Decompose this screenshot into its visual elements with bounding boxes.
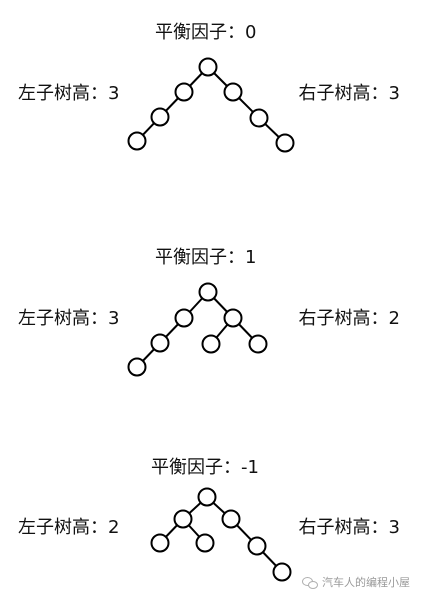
tree-2-node <box>198 282 218 302</box>
tree-2-node <box>248 334 268 354</box>
diagram-3-title: 平衡因子：-1 <box>151 457 259 478</box>
watermark: 汽车人的编程小屋 <box>302 576 410 590</box>
tree-3-node <box>173 509 193 529</box>
tree-3-node <box>272 562 292 582</box>
diagram-3-left-height: 左子树高：2 <box>18 517 120 538</box>
tree-2-node <box>223 308 243 328</box>
tree-2-node <box>127 357 147 377</box>
tree-1-node <box>174 82 194 102</box>
tree-3-node <box>197 487 217 507</box>
diagram-2-title: 平衡因子：1 <box>155 247 257 268</box>
tree-3-node <box>195 533 215 553</box>
wechat-icon <box>302 577 318 589</box>
tree-3-node <box>150 533 170 553</box>
tree-2-node <box>150 333 170 353</box>
diagram-3-right-height: 右子树高：3 <box>298 517 400 538</box>
diagram-1-left-height: 左子树高：3 <box>18 83 120 104</box>
tree-3-node <box>221 509 241 529</box>
diagram-2-right-height: 右子树高：2 <box>298 308 400 329</box>
tree-2-node <box>201 334 221 354</box>
tree-3 <box>150 487 292 582</box>
diagram-1-right-height: 右子树高：3 <box>298 83 400 104</box>
tree-1-node <box>249 108 269 128</box>
tree-1-node <box>275 133 295 153</box>
watermark-text: 汽车人的编程小屋 <box>322 576 410 589</box>
tree-2-node <box>174 308 194 328</box>
tree-1-node <box>223 82 243 102</box>
tree-3-node <box>247 536 267 556</box>
tree-1-node <box>150 107 170 127</box>
diagram-2-left-height: 左子树高：3 <box>18 308 120 329</box>
tree-2 <box>127 282 268 377</box>
tree-1 <box>127 57 295 153</box>
diagram-1-title: 平衡因子：0 <box>155 22 257 43</box>
tree-1-node <box>127 131 147 151</box>
tree-1-node <box>198 57 218 77</box>
